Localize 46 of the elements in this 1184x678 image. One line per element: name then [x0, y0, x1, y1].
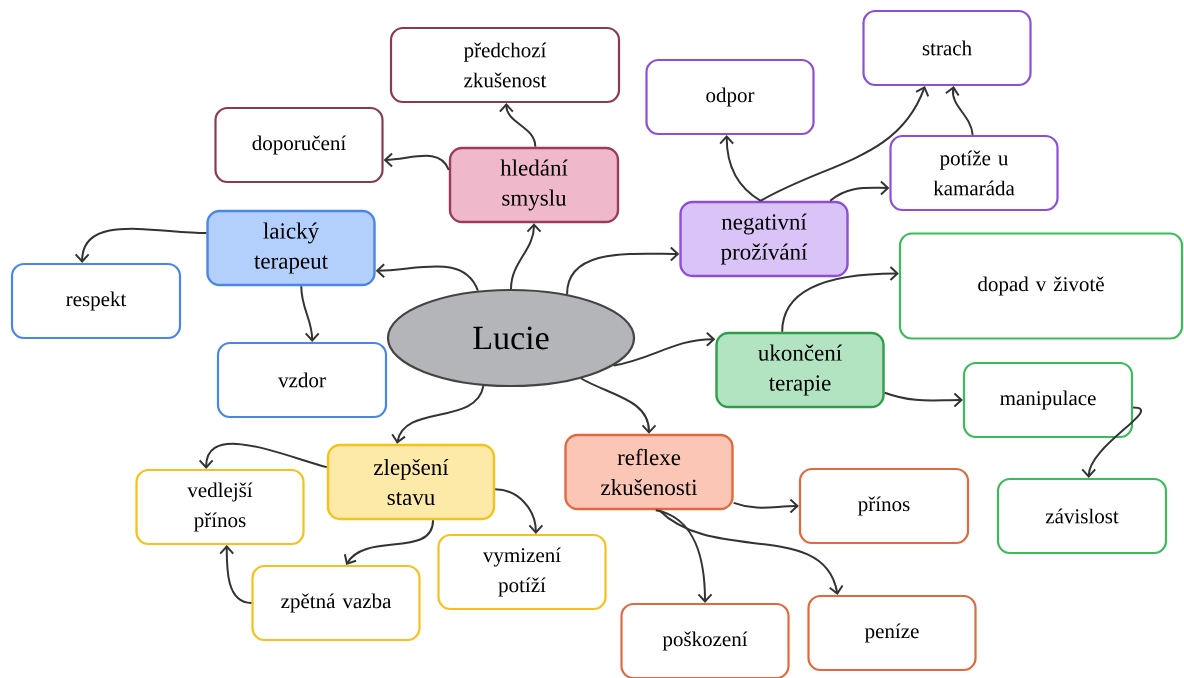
- arrow: [383, 152, 450, 171]
- arrow: [580, 377, 657, 434]
- subtopic-box: respekt: [10, 262, 182, 340]
- topic-box: zlepšení stavu: [326, 443, 496, 521]
- arrow: [566, 246, 680, 296]
- subtopic-box: poškození: [620, 602, 790, 678]
- arrow: [719, 135, 762, 202]
- subtopic-box: přínos: [798, 467, 970, 545]
- arrow: [612, 331, 716, 367]
- arrow: [219, 545, 253, 604]
- arrow: [198, 442, 328, 469]
- arrow: [883, 391, 963, 408]
- subtopic-box: strach: [862, 9, 1032, 87]
- subtopic-box: peníze: [807, 594, 977, 672]
- arrow: [343, 519, 435, 565]
- arrow: [654, 509, 713, 603]
- subtopic-box: předchozí zkušenost: [389, 26, 621, 104]
- subtopic-box: vymizení potíží: [437, 533, 607, 611]
- subtopic-box: závislost: [996, 477, 1168, 555]
- subtopic-box: potíže u kamaráda: [889, 134, 1059, 212]
- arrow: [494, 488, 544, 534]
- arrow: [1081, 406, 1143, 478]
- topic-box: laický terapeut: [206, 209, 376, 287]
- arrow: [74, 227, 208, 263]
- arrow: [391, 384, 485, 444]
- arrow: [829, 180, 890, 202]
- arrow: [781, 266, 899, 333]
- arrow: [944, 86, 974, 136]
- arrow: [375, 263, 479, 292]
- subtopic-box: odpor: [645, 58, 815, 136]
- arrow: [300, 285, 320, 342]
- topic-box: ukončení terapie: [715, 331, 885, 409]
- arrow: [658, 509, 844, 595]
- arrow: [732, 498, 799, 514]
- topic-box: negativní prožívání: [679, 200, 849, 278]
- subtopic-box: dopad v životě: [898, 232, 1184, 340]
- subtopic-box: manipulace: [962, 361, 1134, 439]
- subtopic-box: zpětná vazba: [251, 564, 421, 642]
- subtopic-box: doporučení: [214, 106, 384, 184]
- topic-box: hledání smyslu: [448, 146, 620, 224]
- subtopic-box: vzdor: [216, 341, 388, 419]
- subtopic-box: vedlejší přínos: [135, 468, 305, 546]
- topic-box: reflexe zkušenosti: [564, 433, 734, 511]
- arrow: [498, 103, 537, 148]
- arrow: [510, 223, 542, 290]
- arrow: [759, 86, 930, 202]
